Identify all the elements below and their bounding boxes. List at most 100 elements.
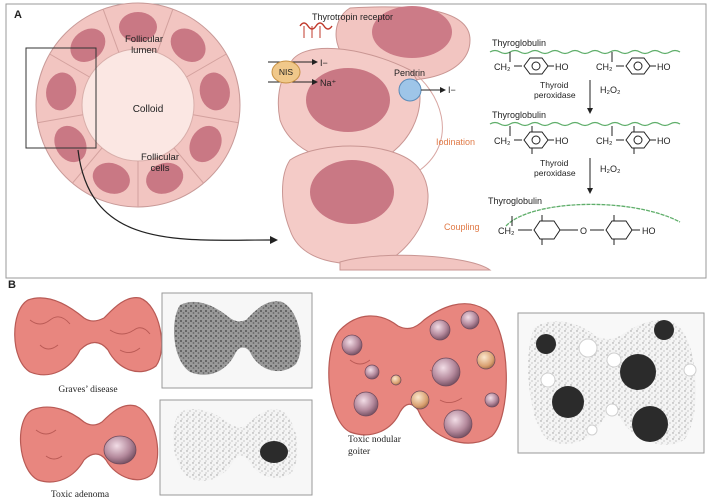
panel-b-tag: B <box>8 279 16 291</box>
goiter-nodule <box>431 357 461 387</box>
follicle-nucleus <box>199 72 230 111</box>
scan-cold-spot <box>606 352 622 368</box>
iodination-label: Iodination <box>436 137 475 147</box>
coupling-label: Coupling <box>444 222 480 232</box>
graves-thyroid-illustration <box>14 297 163 376</box>
nis-label: NIS <box>279 67 294 77</box>
scan-hot-spot <box>552 386 584 418</box>
scan-cold-spot <box>683 363 697 377</box>
goiter-nodule <box>341 334 363 356</box>
aromatic-circle <box>633 135 643 145</box>
scan-cold-spot <box>540 372 556 388</box>
pendrin-icon <box>398 78 422 102</box>
adenoma-hot-spot <box>260 441 288 463</box>
goiter-nodule <box>364 364 380 380</box>
pendrin-label: Pendrin <box>394 68 425 78</box>
h2o2-label-2: H₂O₂ <box>600 164 621 174</box>
goiter-nodule <box>390 374 402 386</box>
hydroxyl-label: HO <box>657 62 671 72</box>
h2o2-label-1: H₂O₂ <box>600 85 621 95</box>
follicle-nucleus <box>46 72 77 111</box>
goiter-nodule <box>429 319 451 341</box>
ch2-label: CH₂ <box>596 62 613 72</box>
thyroid-follicle <box>35 2 241 208</box>
cell-boundary <box>102 8 120 53</box>
follicle-nucleus <box>92 162 130 194</box>
cell-boundary <box>173 147 204 184</box>
cell-boundary <box>49 53 90 78</box>
tyrosine-row: CH₂ HO CH₂ HO <box>494 52 671 75</box>
scan-hot-spot <box>620 354 656 390</box>
toxic-nodular-goiter-illustration <box>328 303 507 444</box>
aromatic-circle <box>531 135 541 145</box>
scan-cold-spot <box>586 424 598 436</box>
goiter-nodule <box>460 310 480 330</box>
thyroglobulin-label-2: Thyroglobulin <box>492 110 546 120</box>
follicle-nucleus <box>146 162 184 194</box>
follicle-nuclei <box>37 8 239 207</box>
iodotyrosine-row: CH₂ HO CH₂ HO <box>494 126 671 154</box>
aromatic-circle <box>633 61 643 71</box>
thyroglobulin-label-3: Thyroglobulin <box>488 196 542 206</box>
sodium-in-label: Na⁺ <box>320 78 337 88</box>
toxic-adenoma-label: Toxic adenoma <box>51 490 110 500</box>
nis-icon <box>271 60 301 84</box>
graves-scan-uptake <box>174 301 301 375</box>
panel-a-tag: A <box>14 9 22 21</box>
ch2-label: CH₂ <box>494 136 511 146</box>
cell-boundary <box>186 53 227 78</box>
aromatic-circle <box>531 61 541 71</box>
panel-b: B Graves’ disease Toxic adenoma Toxic no… <box>8 279 705 500</box>
thyrotropin-receptor-icon <box>299 22 333 30</box>
goiter-nodule <box>443 409 473 439</box>
scan-cold-spot <box>578 338 598 358</box>
hydroxyl-label: HO <box>555 62 569 72</box>
iodide-in-label: I− <box>320 58 328 68</box>
ch2-label: CH₂ <box>498 226 515 236</box>
ch2-label: CH₂ <box>494 62 511 72</box>
thyroglobulin-label-1: Thyroglobulin <box>492 38 546 48</box>
hydroxyl-label: HO <box>642 226 656 236</box>
goiter-nodule <box>353 391 379 417</box>
ether-oxygen-label: O <box>580 226 587 236</box>
ch2-label: CH₂ <box>596 136 613 146</box>
toxic-adenoma-thyroid-illustration <box>19 404 159 483</box>
hydroxyl-label: HO <box>555 136 569 146</box>
scan-cold-spot <box>605 403 619 417</box>
adenoma-nodule <box>103 435 137 465</box>
cell-boundary <box>72 147 103 184</box>
cell-boundary <box>37 114 83 124</box>
follicle-nucleus <box>170 28 206 63</box>
goiter-nodules <box>341 310 500 439</box>
follicle-nucleus <box>189 125 222 163</box>
cell-boundary <box>193 114 239 124</box>
cell-boundary <box>156 8 174 53</box>
thyrotropin-receptor-label: Thyrotropin receptor <box>312 12 393 22</box>
magnified-cells <box>277 6 492 271</box>
hydroxyl-label: HO <box>657 136 671 146</box>
scan-hot-spot <box>654 320 674 340</box>
follicle-nucleus <box>70 28 106 63</box>
follicle-nucleus <box>119 12 157 42</box>
zoom-box <box>25 47 97 149</box>
goiter-nodule <box>410 390 430 410</box>
zoom-arrow <box>77 149 271 241</box>
scan-hot-spot <box>536 334 556 354</box>
iodide-out-label: I− <box>448 85 456 95</box>
goiter-scan-spots <box>536 320 697 442</box>
goiter-nodule <box>476 350 496 370</box>
colloid-label: Colloid <box>133 104 164 115</box>
adenoma-scan-background <box>173 409 298 481</box>
graves-disease-label: Graves’ disease <box>58 385 117 395</box>
thyroxine-structure: CH₂ O HO <box>498 215 656 245</box>
scan-hot-spot <box>632 406 668 442</box>
goiter-nodule <box>484 392 500 408</box>
